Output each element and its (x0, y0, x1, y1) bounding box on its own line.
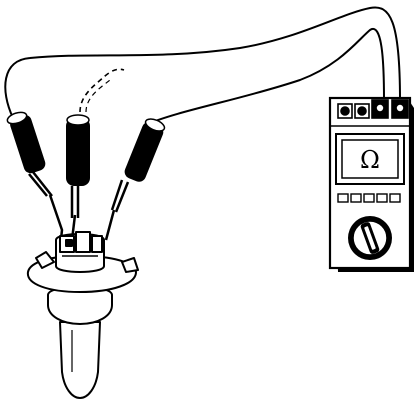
meter-display-symbol: Ω (360, 146, 380, 174)
bulb-glass-capsule (59, 321, 101, 399)
meter-input-jacks (337, 99, 409, 119)
terminal-center (75, 231, 91, 253)
meter-rotary-dial[interactable] (348, 216, 392, 260)
left-probe-wire (4, 6, 401, 119)
meter-button-1[interactable] (337, 193, 349, 203)
terminal-right (91, 235, 103, 253)
meter-button-row (337, 193, 401, 203)
meter-button-3[interactable] (363, 193, 375, 203)
right-probe (104, 118, 166, 241)
meter-button-2[interactable] (350, 193, 362, 203)
meter-display (341, 139, 399, 179)
right-probe-wire (144, 27, 385, 126)
middle-probe-dashed-wire (79, 68, 125, 113)
meter-button-5[interactable] (389, 193, 401, 203)
meter-button-4[interactable] (376, 193, 388, 203)
middle-probe (66, 114, 90, 241)
test-lead-wires (4, 6, 401, 126)
left-probe (6, 111, 64, 249)
ohmmeter: Ω (328, 96, 414, 272)
middle-probe-dashed-wire-b (85, 79, 111, 113)
halogen-bulb (26, 231, 139, 399)
